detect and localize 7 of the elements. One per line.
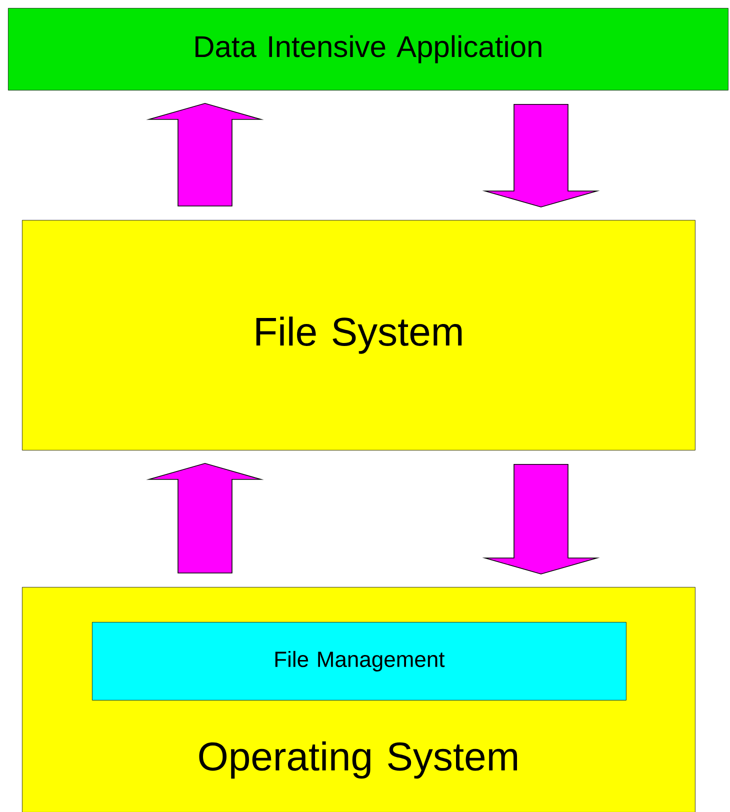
layer-box: File System (22, 220, 696, 450)
module-box: File Management (92, 622, 626, 700)
application-box: Data Intensive Application (8, 8, 728, 90)
block-arrow (482, 104, 600, 208)
block-arrow (146, 103, 264, 206)
block-arrow (146, 463, 264, 574)
block-arrow (482, 464, 600, 574)
